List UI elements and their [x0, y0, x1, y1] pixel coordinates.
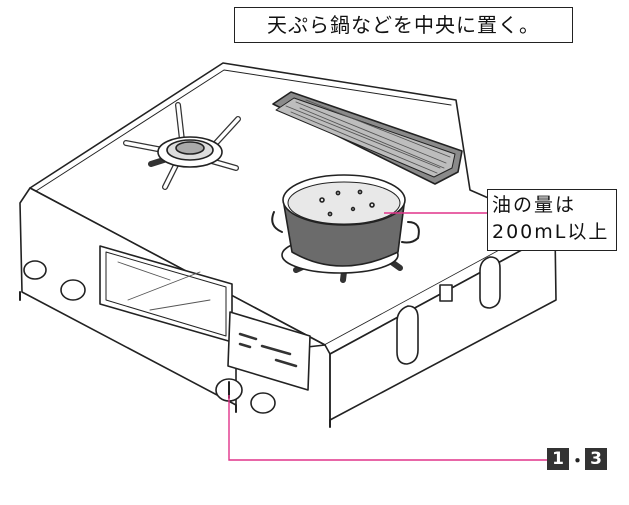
side-vents: [396, 256, 501, 365]
ref-tag-1: 1: [547, 448, 569, 470]
ref-tag-3: 3: [585, 448, 607, 470]
left-knob-cluster: [23, 260, 86, 301]
oil-amount-callout: 油の量は 200mL以上: [487, 189, 617, 251]
control-panel: [227, 311, 311, 391]
grill-lid: [272, 91, 463, 185]
oil-label-line2: 200mL以上: [492, 221, 610, 243]
ref-separator: ・: [569, 451, 586, 472]
oil-label-line1: 油の量は: [492, 194, 577, 216]
instruction-title: 天ぷら鍋などを中央に置く。: [234, 7, 573, 43]
right-knob: [250, 392, 276, 414]
leader-lines: [228, 212, 547, 461]
tempura-pot: [271, 174, 420, 267]
left-burner: [123, 102, 241, 190]
reference-tags: 1 ・ 3: [547, 447, 607, 472]
